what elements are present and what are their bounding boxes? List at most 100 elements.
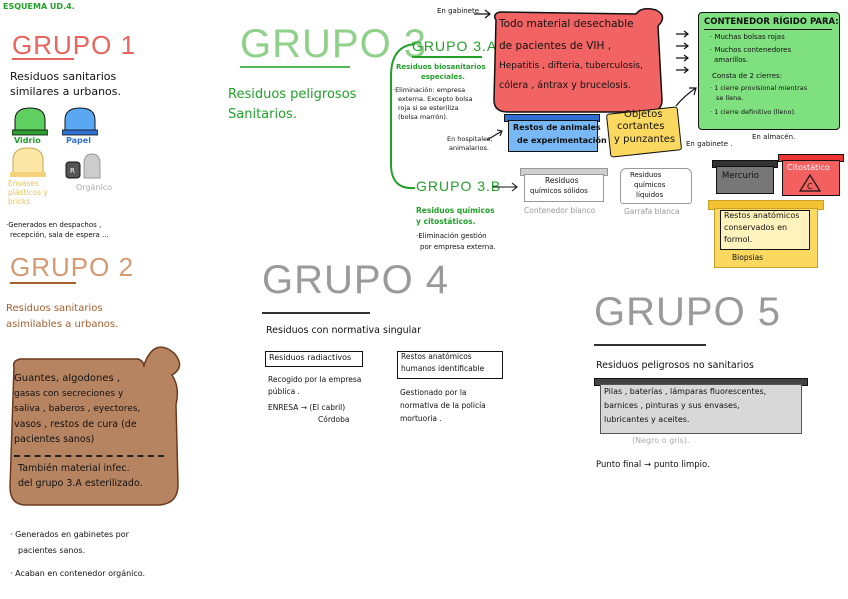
radio-line-1: Recogido por la empresa [268,375,361,384]
group2-title: GRUPO 2 [10,252,134,283]
group4-underline [262,312,370,314]
group4-title: GRUPO 4 [262,258,449,303]
anat-line-2: normativa de la policía [400,401,486,410]
anat-title-line-1: Restos anatómicos [401,352,472,361]
punto-final: Punto final → punto limpio. [596,460,710,470]
group3b-title: GRUPO 3.B [416,178,501,194]
group3b-elim-2: por empresa externa. [420,243,496,251]
hospital-arrow-icon [486,128,506,142]
objetos-line-3: y punzantes [614,134,675,145]
gray-line-2: barnices , pinturas y sus envases, [604,401,740,410]
gray-color-note: (Negro o gris). [632,436,690,445]
objetos-line-2: cortantes [617,121,664,132]
group2-note-2: pacientes sanos. [18,546,85,555]
group1-underline [12,58,74,60]
group3a-subtitle-2: especiales. [421,73,465,81]
rigid-title: CONTENEDOR RÍGIDO PARA: [704,17,839,27]
bag-line-4: vasos , restos de cura (de [14,419,137,430]
gray-line-1: Pilas , baterías , lámparas fluorescente… [604,387,766,396]
group3a-title: GRUPO 3.A [412,38,497,54]
bag-line-3: saliva , baberos , eyectores, [14,404,140,414]
group3-subtitle-2: Sanitarios. [228,107,297,122]
bag-line-6: También material infec. [18,463,130,474]
svg-text:C: C [807,182,813,191]
group3a-subtitle: Residuos biosanitarios [396,63,486,71]
white-jug-line-1: Residuos [630,171,661,179]
bag-line-1: Guantes, algodones , [14,373,120,384]
group3a-underline [412,56,482,58]
group4-subtitle: Residuos con normativa singular [266,325,421,336]
group1-note-1: ·Generados en despachos , [6,221,101,229]
rigid-line-6: se llena. [716,94,743,102]
page-title: ESQUEMA UD.4. [3,2,75,11]
group2-note-1: · Generados en gabinetes por [10,530,129,539]
arrow-icon [473,8,493,20]
rigid-line-4: Consta de 2 cierres: [712,72,782,80]
anat-line-3: mortuoria . [400,414,442,423]
objetos-line-1: Objetos [624,109,662,120]
bag-line-5: pacientes sanos) [14,434,94,445]
bag-line-2: gasas con secreciones y [14,389,123,399]
envases-label: Envases plásticos y bricks [8,179,60,206]
formol-line-2: conservados en [724,223,787,232]
cloud-line-2: de pacientes de VIH , [499,40,611,52]
anat-line-1: Gestionado por la [400,388,467,397]
rigid-line-7: · 1 cierre definitivo (lleno). [710,108,796,116]
group5-underline [594,344,706,346]
rigid-title-underline [704,29,832,30]
mercurio-label: Mercurio [722,171,759,181]
bag-divider [14,455,164,457]
group2-subtitle: Residuos sanitarios [6,303,103,314]
group1-subtitle-2: similares a urbanos. [10,85,121,98]
white-container-caption: Contenedor blanco [524,206,595,215]
gray-line-3: lubricantes y aceites. [604,415,690,424]
group3b-subtitle-2: y citostáticos. [416,217,475,226]
radio-line-3: ENRESA → (El cabril) [268,403,345,412]
group2-note-3: · Acaban en contenedor orgánico. [10,569,145,578]
group3a-elim-2: externa. Excepto bolsa [398,95,472,103]
cloud-line-4: cólera , ántrax y brucelosis. [499,80,631,91]
group5-title: GRUPO 5 [594,290,781,335]
radio-title: Residuos radiactivos [269,353,351,362]
rigid-line-1: · Muchas bolsas rojas [710,33,785,41]
organico-label: Orgánico [76,183,112,192]
white-jug-caption: Garrafa blanca [624,207,680,216]
group3b-elim-1: ·Eliminación gestión [416,232,487,240]
cloud-line-3: Hepatitis , difteria, tuberculosis, [499,61,643,71]
group3a-elim-1: ·Eliminación: empresa [393,86,465,94]
hazard-icon: C [798,173,822,193]
rigid-line-2: · Muchos contenedores [710,46,791,54]
group3-underline [240,66,350,68]
vidrio-bin-icon [12,106,48,136]
arrows-icon [674,30,700,110]
rigid-line-3: amarillos. [714,56,748,64]
rigid-line-5: · 1 cierre provisional mientras [710,84,807,92]
bag-line-7: del grupo 3.A esterilizado. [18,478,143,489]
biopsias-label: Biopsias [732,253,763,262]
group3-subtitle: Residuos peligrosos [228,87,356,102]
restos-line-2: de experimentación [517,136,607,145]
group3b-subtitle: Residuos químicos [416,206,495,215]
envases-bin-icon [10,146,46,178]
group3a-elim-3: roja si se esteriliza [398,104,459,112]
white-container-line-1: Residuos [545,176,579,185]
group2-subtitle-2: asimilables a urbanos. [6,319,118,330]
almacen-note: En almacén. [752,133,795,141]
formol-line-3: formol. [724,235,752,244]
white-jug-line-2: químicos [634,181,665,189]
radio-line-4: Córdoba [318,415,349,424]
group5-subtitle: Residuos peligrosos no sanitarios [596,360,754,371]
group3b-arrow-icon [492,180,522,194]
citostatico-label: Citostático [787,163,830,172]
group2-underline [10,282,76,284]
white-container-line-2: químicos sólidos [530,187,588,195]
group1-title: GRUPO 1 [12,30,136,61]
anat-title-line-2: humanos identificable [401,364,484,373]
svg-text:R: R [70,167,75,175]
cloud-line-1: Todo material desechable [499,18,634,30]
organico-bin-icon: R [62,148,102,180]
papel-label: Papel [66,136,91,145]
group1-note-2: recepción, sala de espera ... [10,231,109,239]
radio-line-2: pública . [268,387,300,396]
white-jug-line-3: líquidos [636,191,663,199]
